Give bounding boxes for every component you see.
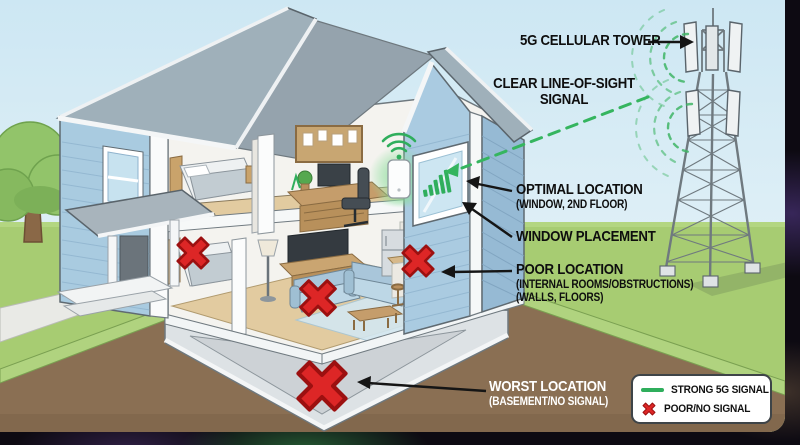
poor-location-arrow — [441, 265, 513, 278]
window-placement-label: WINDOW PLACEMENT — [516, 228, 656, 245]
legend-row-poor-signal: POOR/NO SIGNAL — [641, 401, 762, 416]
office-chair — [341, 167, 371, 228]
exterior-window — [102, 145, 144, 213]
signal-arcs-icon — [631, 9, 694, 177]
poor-signal-x-icon — [642, 402, 656, 415]
line-of-sight-label: CLEAR LINE-OF-SIGHT SIGNAL — [493, 75, 635, 108]
optimal-arrow — [466, 176, 513, 193]
window-placement-arrow — [462, 202, 513, 238]
worst-location-label: WORST LOCATION (BASEMENT/NO SIGNAL) — [489, 378, 609, 408]
line-of-sight-arrow — [444, 95, 650, 177]
roof — [55, 6, 534, 151]
house — [55, 6, 534, 365]
legend: STRONG 5G SIGNAL POOR/NO SIGNAL — [631, 374, 772, 424]
tower-shadow — [688, 262, 785, 296]
cell-tower — [659, 8, 761, 288]
wifi-icon — [381, 132, 417, 160]
bedroom-2f — [169, 155, 262, 201]
porch — [56, 189, 216, 317]
tower-label: 5G CELLULAR TOWER — [520, 33, 680, 49]
router-device — [387, 159, 411, 199]
worst-location-arrow — [357, 376, 487, 393]
annotation-arrows — [357, 35, 694, 393]
house-illustration — [0, 0, 785, 432]
floor-lamp — [257, 239, 279, 302]
tower-arrow — [648, 35, 694, 49]
coffee-table — [346, 305, 404, 331]
legend-row-strong-signal: STRONG 5G SIGNAL — [641, 382, 769, 397]
signal-bars-icon — [422, 169, 452, 197]
illustration-panel — [0, 0, 785, 432]
poor-location-label: POOR LOCATION (INTERNAL ROOMS/OBSTRUCTIO… — [516, 261, 694, 304]
antenna-panels — [683, 21, 743, 137]
strong-signal-line-icon — [641, 387, 664, 392]
monitor — [317, 163, 351, 187]
optimal-location-label: OPTIMAL LOCATION (WINDOW, 2ND FLOOR) — [516, 181, 643, 211]
tower-label-text: 5G CELLULAR TOWER — [520, 32, 661, 49]
